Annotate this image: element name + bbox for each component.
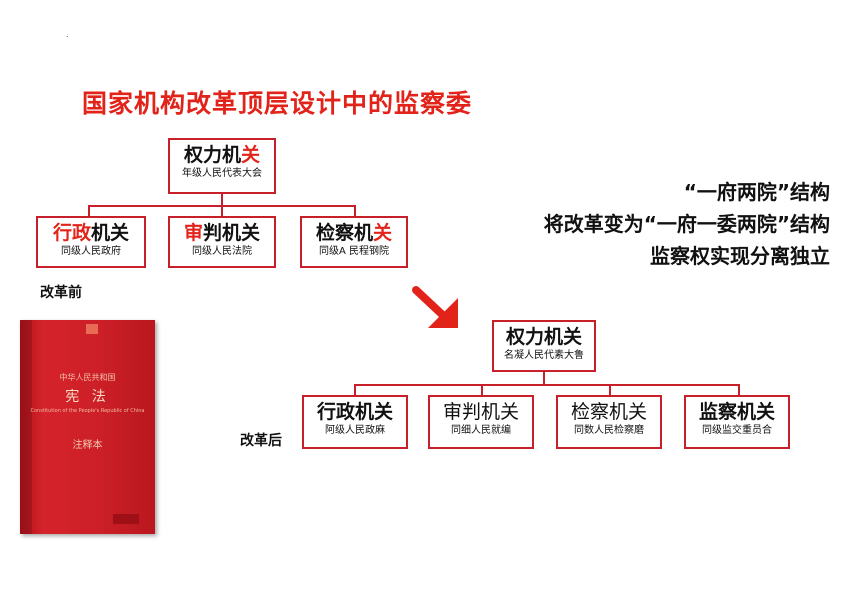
before-connector-vertical (221, 194, 223, 206)
before-box-executive-main: 行政机关 (38, 221, 144, 245)
after-box-judicial: 审判机关 同细人民就编 (428, 395, 534, 449)
after-connector-3 (609, 384, 611, 396)
before-box-executive-sub: 同级人民政府 (61, 246, 121, 257)
before-procuratorial-rest: 检察机 (315, 222, 373, 244)
after-box-executive-sub: 阿级人民政麻 (325, 425, 385, 436)
after-box-supervisory-sub: 同级监交重员合 (702, 425, 772, 436)
before-box-judicial-sub: 同级人民法院 (192, 246, 252, 257)
slide-dot: . (66, 30, 69, 39)
page-title: 国家机构改革顶层设计中的监察委 (82, 89, 473, 118)
after-top-box: 权力机关 名凝人民代素大鲁 (492, 320, 596, 372)
before-box-procuratorial-sub: 同级A 民程钢院 (318, 246, 390, 257)
after-box-supervisory-main: 监察机关 (698, 401, 775, 423)
book-english-line: Constitution of the People's Republic of… (30, 408, 145, 414)
before-procuratorial-red: 关 (373, 222, 393, 244)
after-box-judicial-main: 审判机关 (442, 401, 519, 423)
after-connector-1 (354, 384, 356, 396)
note-line-3: 监察权实现分离独立 (650, 244, 830, 268)
before-connector-right (354, 205, 356, 217)
before-box-judicial: 审判机关 同级人民法院 (168, 216, 276, 268)
before-executive-red: 行政 (52, 222, 91, 244)
before-box-procuratorial: 检察机关 同级A 民程钢院 (300, 216, 408, 268)
book-publisher-logo (113, 514, 139, 524)
after-connector-2 (481, 384, 483, 396)
before-box-executive: 行政机关 同级人民政府 (36, 216, 146, 268)
book-spine (20, 320, 32, 534)
after-box-executive-main: 行政机关 (316, 401, 393, 423)
before-box-procuratorial-main: 检察机关 (302, 221, 406, 245)
constitution-book-image: 中华人民共和国 宪 法 Constitution of the People's… (20, 320, 155, 534)
note-line-2: 将改革变为“一府一委两院”结构 (543, 212, 830, 236)
note-line-1: “一府两院”结构 (683, 180, 830, 204)
after-box-procuratorial-main: 检察机关 (570, 401, 647, 423)
after-connector-vertical (543, 372, 545, 385)
before-connector-left (88, 205, 90, 217)
before-top-sub: 年级人民代表大会 (182, 168, 262, 179)
after-box-judicial-sub: 同细人民就编 (451, 425, 511, 436)
book-edition: 注释本 (72, 440, 103, 451)
before-judicial-rest: 判机关 (203, 222, 261, 244)
after-connector-horizontal (354, 384, 740, 386)
after-top-sub: 名凝人民代素大鲁 (504, 350, 584, 361)
after-connector-4 (738, 384, 740, 396)
before-top-main-b: 关 (241, 144, 261, 166)
before-judicial-red: 审 (183, 222, 203, 244)
after-label: 改革后 (240, 433, 282, 449)
after-box-executive: 行政机关 阿级人民政麻 (302, 395, 408, 449)
before-connector-mid (221, 205, 223, 217)
before-top-main-a: 权力机 (183, 144, 241, 166)
before-top-main: 权力机关 (170, 143, 274, 167)
after-box-procuratorial-sub: 同数人民检察磨 (574, 425, 644, 436)
book-subtitle: 中华人民共和国 (59, 373, 116, 382)
down-right-arrow-icon (412, 286, 458, 328)
before-executive-rest: 机关 (91, 222, 130, 244)
note-block: “一府两院”结构 将改革变为“一府一委两院”结构 监察权实现分离独立 (544, 176, 830, 272)
book-tag (86, 324, 98, 334)
before-top-box: 权力机关 年级人民代表大会 (168, 138, 276, 194)
book-title: 宪 法 (65, 389, 110, 405)
after-top-main: 权力机关 (505, 326, 582, 348)
before-label: 改革前 (40, 285, 82, 301)
after-box-supervisory: 监察机关 同级监交重员合 (684, 395, 790, 449)
after-box-procuratorial: 检察机关 同数人民检察磨 (556, 395, 662, 449)
before-box-judicial-main: 审判机关 (170, 221, 274, 245)
